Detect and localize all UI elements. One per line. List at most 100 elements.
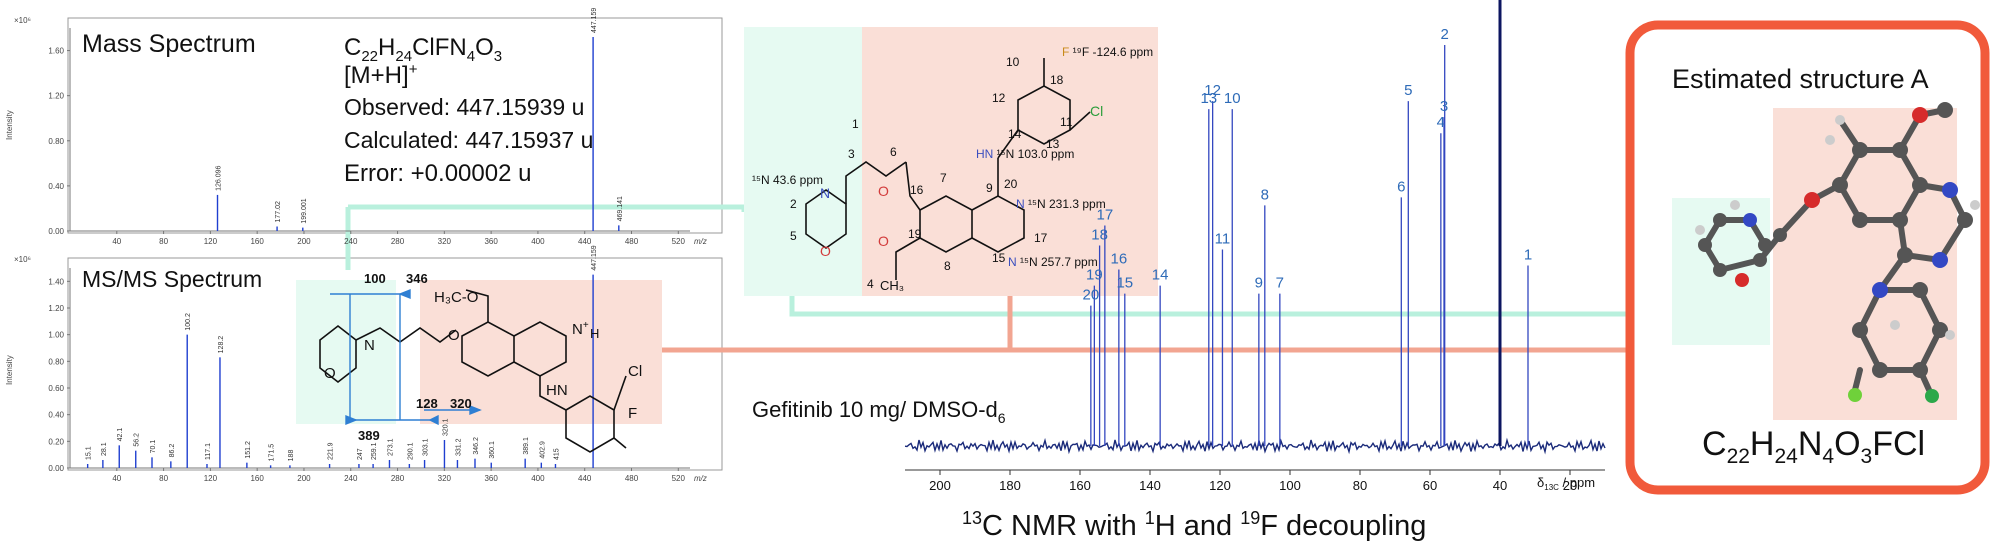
nmr-atom-number-15: 15 [992, 251, 1006, 265]
ms2-peak-label: 15.1 [86, 446, 93, 460]
mass-spectrum-ylabel: Intensity [5, 110, 14, 140]
estimated-structure-title: Estimated structure A [1672, 64, 1929, 94]
nmr-peaks [1090, 45, 1529, 446]
observed-mass: Observed: 447.15939 u [344, 94, 584, 120]
ms2-peak-label: 273.1 [387, 438, 394, 456]
nmr-peak-label-7: 7 [1276, 275, 1284, 292]
ms2-y-tick-label: 1.00 [48, 331, 64, 340]
nmr-o-morph: O [820, 243, 831, 259]
nmr-atom-number-18: 18 [1050, 73, 1064, 87]
msms-spectrum-ylabel: Intensity [5, 355, 14, 385]
ms1-x-tick-label: 480 [625, 237, 639, 246]
nmr-atom-number-5: 5 [790, 229, 797, 243]
fragment-arrows [330, 288, 482, 426]
nmr-atom-number-20: 20 [1004, 177, 1018, 191]
ms2-peak-label: 86.2 [169, 444, 176, 458]
ms2-peak-label: 331.2 [455, 438, 462, 456]
ms1-x-tick-label: 40 [112, 237, 121, 246]
ms2-y-tick-label: 1.40 [48, 277, 64, 286]
nmr-x-tick-label: 60 [1423, 478, 1437, 493]
nmr-x-tick-label: 160 [1069, 478, 1091, 493]
nmr-x-tick-label: 120 [1209, 478, 1231, 493]
ms1-x-tick-label: 160 [250, 237, 264, 246]
ms2-x-tick-label: 480 [625, 474, 639, 483]
ms2-peak-label: 56.2 [134, 433, 141, 447]
msms-spectrum-frame [67, 257, 723, 471]
ms2-peak-label: 360.1 [489, 441, 496, 459]
ms2-x-tick-label: 120 [204, 474, 218, 483]
nmr-peak-label-13: 13 [1200, 90, 1217, 107]
nmr-atom-number-16: 16 [910, 183, 924, 197]
nmr-peak-label-14: 14 [1152, 267, 1169, 284]
ms2-peak-label: 346.2 [473, 437, 480, 455]
ms2-y-tick-label: 1.20 [48, 304, 64, 313]
ms2-x-tick-label: 440 [578, 474, 592, 483]
msms-f-label: F [628, 405, 637, 422]
ms2-x-tick-label: 240 [344, 474, 358, 483]
calculated-mass: Calculated: 447.15937 u [344, 127, 593, 153]
nmr-peak-label-15: 15 [1116, 275, 1133, 292]
mass-spectrum-title: Mass Spectrum [82, 30, 256, 58]
nmr-atom-number-12: 12 [992, 91, 1006, 105]
ms2-peak-label: 221.9 [328, 442, 335, 460]
ms2-peak-label: 128.2 [218, 336, 225, 354]
nmr-peak-label-12: 12 [1204, 82, 1221, 99]
nmr-n-morph: N [820, 185, 830, 201]
estimated-formula: C22H24N4O3FCl [1702, 425, 1925, 468]
ms1-x-tick-label: 80 [159, 237, 168, 246]
ms1-x-tick-label: 280 [391, 237, 405, 246]
nmr-peak-label-10: 10 [1224, 90, 1241, 107]
ms2-x-tick-label: 280 [391, 474, 405, 483]
ms1-y-tick-label: 1.20 [48, 92, 64, 101]
nmr-atom-number-3: 3 [848, 147, 855, 161]
msms-spectrum-title: MS/MS Spectrum [82, 266, 262, 292]
msms-morpholine-highlight [296, 280, 396, 424]
nmr-atom-number-11: 11 [1060, 115, 1073, 129]
nmr-o-methoxy: O [878, 233, 889, 249]
nmr-x-tick-label: 140 [1139, 478, 1161, 493]
ms1-x-tick-label: 400 [531, 237, 545, 246]
nmr-x-tick-label: 100 [1279, 478, 1301, 493]
msms-h-label: H [590, 326, 599, 341]
msms-morpholine-n: N [364, 337, 375, 354]
ms2-peak-label: 303.1 [423, 438, 430, 456]
nmr-peak-label-4: 4 [1437, 114, 1445, 131]
nmr-x-tick-label: 200 [929, 478, 951, 493]
nmr-morpholine-highlight [744, 27, 862, 296]
ms1-x-tick-label: 520 [672, 237, 686, 246]
nmr-o-ether: O [878, 183, 889, 199]
nmr-cl-label: Cl [1090, 103, 1103, 119]
ms2-x-tick-label: 400 [531, 474, 545, 483]
ms1-y-tick-label: 0.80 [48, 137, 64, 146]
ms2-peak-label: 70.1 [150, 440, 157, 454]
fragment-389-label: 389 [358, 428, 380, 443]
nmr-x-tick-label: 20 [1563, 478, 1577, 493]
ms2-peak-label: 42.1 [117, 428, 124, 442]
nmr-caption: 13C NMR with 1H and 19F decoupling [962, 508, 1426, 542]
ms2-y-tick-label: 0.20 [48, 437, 64, 446]
ms2-y-tick-label: 0.00 [48, 464, 64, 473]
nmr-n43-label: ¹⁵N 43.6 ppm [752, 173, 823, 187]
nmr-peak-label-18: 18 [1091, 227, 1108, 244]
msms-ring-o: O [448, 327, 460, 344]
ms2-peak-label: 171.5 [269, 444, 276, 462]
formula-text: C22H24ClFN4O3 [344, 34, 502, 65]
nmr-noise-trace [904, 437, 1606, 455]
nmr-atom-number-1: 1 [852, 117, 859, 131]
nmr-atom-number-10: 10 [1006, 55, 1020, 69]
nmr-peak-label-1: 1 [1524, 247, 1532, 264]
ms1-x-tick-label: 440 [578, 237, 592, 246]
ms2-x-tick-label: 40 [112, 474, 121, 483]
ms1-peak-label: 199.001 [301, 198, 308, 223]
ms2-x-unit: m/z [694, 474, 707, 483]
ms2-y-tick-label: 0.40 [48, 411, 64, 420]
nmr-peak-label-17: 17 [1097, 206, 1114, 223]
nmr-n257-label: N ¹⁵N 257.7 ppm [1008, 255, 1098, 269]
mass-spectrum-exponent: ×10⁶ [14, 16, 31, 25]
nmr-peak-label-19: 19 [1086, 267, 1103, 284]
